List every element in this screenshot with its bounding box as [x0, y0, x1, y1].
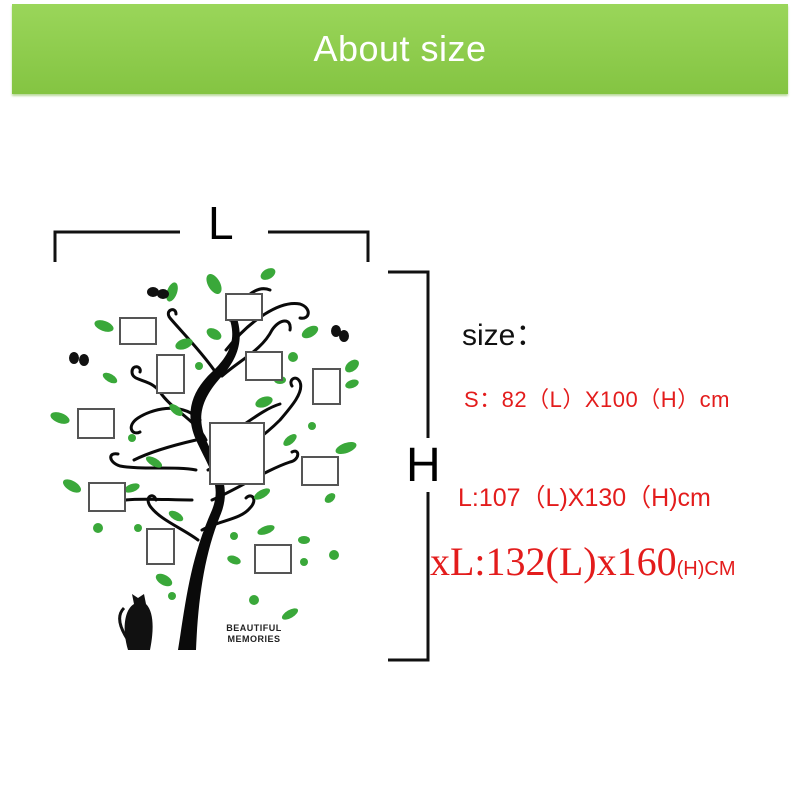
caption-line-2: MEMORIES [227, 634, 281, 644]
size-xl-suffix: (H)CM [676, 558, 736, 580]
cat-icon [118, 594, 153, 650]
size-s: S：82（L）X100（H）cm [464, 387, 730, 412]
flower-group [93, 352, 339, 605]
size-l: L:107（L)X130（H)cm [458, 484, 711, 512]
height-bracket [388, 270, 430, 662]
header-banner [12, 4, 788, 94]
length-label: L [208, 197, 234, 249]
banner-title: About size [313, 28, 487, 69]
photo-frames [77, 293, 341, 574]
height-label: H [406, 439, 441, 492]
artwork-caption: BEAUTIFUL MEMORIES [214, 623, 294, 645]
butterfly-icon [69, 287, 349, 366]
length-bracket [53, 230, 370, 262]
size-xl-main: xL:132(L)x160 [430, 539, 677, 584]
leaf-group [50, 268, 359, 620]
size-xl: xL:132(L)x160(H)CM [430, 538, 736, 585]
caption-line-1: BEAUTIFUL [226, 623, 282, 633]
size-heading: size： [462, 319, 546, 352]
